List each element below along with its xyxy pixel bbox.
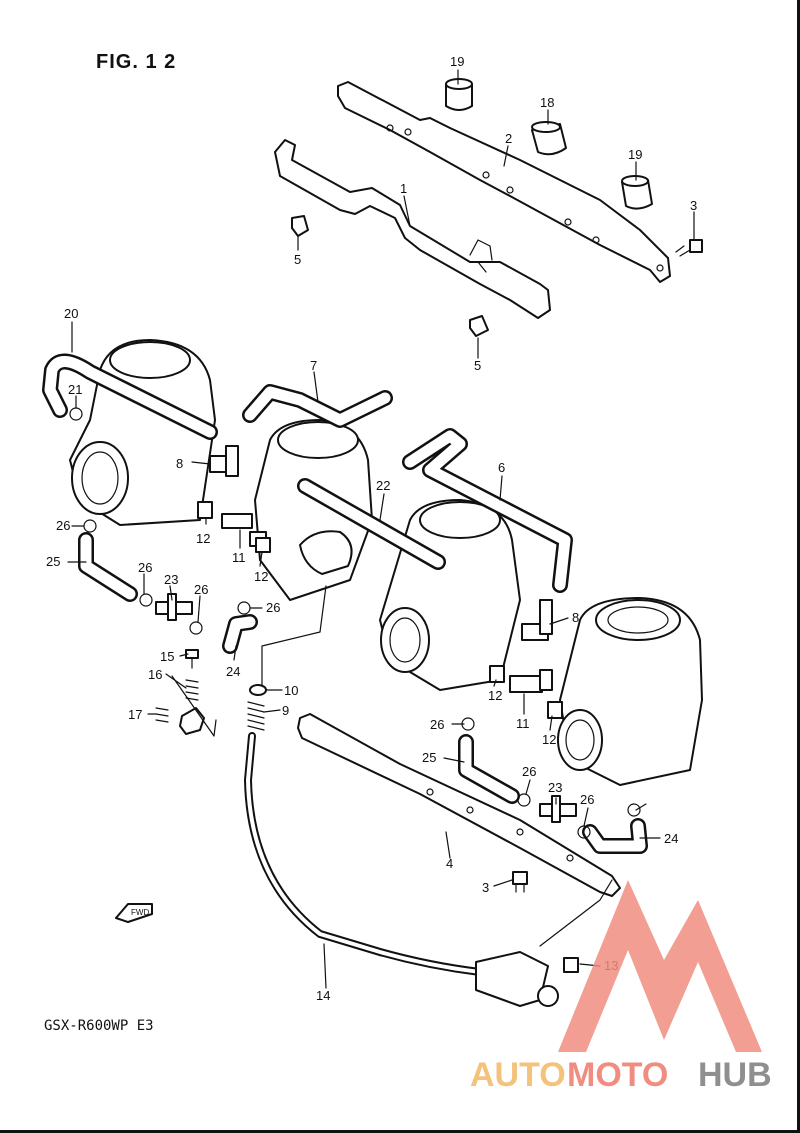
watermark-auto: AUTO	[470, 1056, 566, 1094]
callout-12-a: 12	[196, 531, 210, 546]
automotohub-logo-icon	[558, 880, 762, 1052]
callout-23-left: 23	[164, 572, 178, 587]
callout-12-b: 12	[254, 569, 268, 584]
part-25-hose-right	[458, 734, 520, 804]
watermark: AUTO MOTO HUB	[470, 1056, 772, 1094]
callout-12-c: 12	[488, 688, 502, 703]
carburetor-4	[557, 597, 703, 786]
callout-5-right: 5	[474, 358, 481, 373]
part-3-screw-top	[675, 239, 703, 257]
callout-26-c: 26	[194, 582, 208, 597]
fwd-label: FWD	[131, 908, 149, 917]
callout-6: 6	[498, 460, 505, 475]
callout-3-bottom: 3	[482, 880, 489, 895]
part-9-spring	[247, 701, 265, 731]
callout-24-left: 24	[226, 664, 240, 679]
callout-21: 21	[68, 382, 82, 397]
part-15-screw	[185, 649, 199, 669]
callout-16: 16	[148, 667, 162, 682]
callout-26-b: 26	[138, 560, 152, 575]
callout-11-left: 11	[232, 550, 246, 565]
callout-10: 10	[284, 683, 298, 698]
callout-17: 17	[128, 707, 142, 722]
part-7-hose	[242, 384, 393, 428]
part-6-hose	[402, 428, 573, 593]
part-11-fitting-right	[509, 669, 553, 693]
callout-12-d: 12	[542, 732, 556, 747]
callout-2: 2	[505, 131, 512, 146]
part-23-fitting-left	[155, 593, 193, 621]
part-16-spring	[185, 679, 199, 701]
callout-3-top: 3	[690, 198, 697, 213]
part-2-upper-plate	[337, 81, 671, 283]
part-8-fitting-left	[209, 445, 239, 477]
part-13-screw	[563, 957, 579, 973]
callout-8-right: 8	[572, 610, 579, 625]
part-5-clip-left	[291, 215, 309, 237]
part-5-clip-right	[469, 315, 489, 337]
part-23-fitting-right	[539, 795, 577, 823]
callout-26-f: 26	[522, 764, 536, 779]
part-19-roller-top	[445, 78, 473, 111]
carburetor-3	[379, 499, 521, 691]
callout-5-left: 5	[294, 252, 301, 267]
part-17-spring	[155, 707, 169, 723]
callout-9: 9	[282, 703, 289, 718]
callout-23-right: 23	[548, 780, 562, 795]
part-22-tube	[297, 478, 446, 570]
throttle-pulley	[179, 530, 353, 735]
callout-19-right: 19	[628, 147, 642, 162]
watermark-hub: HUB	[698, 1056, 772, 1094]
part-4-lower-rail	[297, 713, 621, 897]
callout-26-d: 26	[266, 600, 280, 615]
figure-title: FIG. 1 2	[96, 51, 176, 73]
part-21-clamp	[69, 407, 83, 421]
callout-20: 20	[64, 306, 78, 321]
callout-26-e: 26	[430, 717, 444, 732]
callout-14: 14	[316, 988, 330, 1003]
callout-19-top: 19	[450, 54, 464, 69]
callout-8-left: 8	[176, 456, 183, 471]
callout-25-left: 25	[46, 554, 60, 569]
part-12-caps	[197, 501, 563, 719]
part-1-lower-plate	[274, 139, 551, 319]
callout-11-right: 11	[516, 716, 530, 731]
callout-25-right: 25	[422, 750, 436, 765]
callout-1: 1	[400, 181, 407, 196]
part-14-throttle-cable	[243, 732, 559, 1007]
callout-26-g: 26	[580, 792, 594, 807]
part-24-hose-right	[582, 818, 648, 854]
callout-22: 22	[376, 478, 390, 493]
part-25-hose-left	[78, 532, 138, 602]
part-8-fitting-right	[521, 599, 553, 641]
watermark-moto: MOTO	[567, 1056, 668, 1094]
fwd-arrow-icon: FWD	[115, 903, 153, 923]
part-19-roller-right	[621, 175, 653, 210]
part-18-roller	[531, 121, 567, 156]
part-24-hose-left	[222, 614, 258, 654]
part-10-washer	[249, 684, 267, 696]
part-3-screw-bottom	[512, 871, 528, 893]
callout-18: 18	[540, 95, 554, 110]
callout-24-right: 24	[664, 831, 678, 846]
callout-7: 7	[310, 358, 317, 373]
part-20-vent-tube	[42, 353, 218, 440]
callout-26-a: 26	[56, 518, 70, 533]
callout-4: 4	[446, 856, 453, 871]
leader-lines	[67, 69, 695, 989]
callout-15: 15	[160, 649, 174, 664]
model-code: GSX-R600WP E3	[44, 1018, 154, 1034]
